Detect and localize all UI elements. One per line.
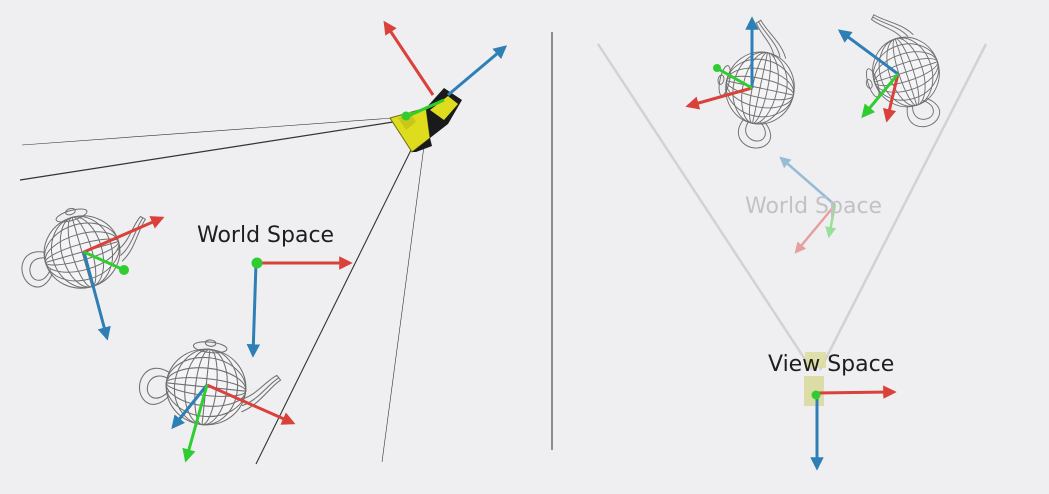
view-teapot-left-x-axis	[685, 86, 753, 110]
teapot-left-axes	[82, 216, 165, 341]
faded-world-z-axis	[779, 156, 836, 206]
teapot-icon	[135, 332, 285, 433]
view-frustum-lines	[596, 43, 988, 371]
teapot-left-y-axis-tip	[119, 265, 129, 275]
view-camera-x-axis	[816, 385, 897, 399]
view-teapot-left-axes	[685, 16, 759, 110]
teapot-icon	[846, 0, 956, 141]
faded-world-axes	[779, 156, 837, 254]
view-space-label: View Space	[768, 352, 894, 377]
view-camera	[804, 352, 897, 471]
world-z-axis	[246, 262, 261, 358]
teapot-icon	[8, 188, 160, 305]
view-space-panel: World Space	[596, 0, 988, 471]
camera-x-axis	[383, 20, 435, 96]
faded-world-y-axis	[825, 204, 837, 239]
camera-frustum-lines	[19, 117, 425, 465]
world-space-panel: World Space	[8, 20, 508, 465]
view-teapot-right	[837, 0, 956, 141]
camera-z-axis	[447, 45, 508, 97]
camera-icon	[805, 352, 826, 368]
view-teapot-right-z-axis	[837, 29, 899, 76]
camera-y-axis-tip	[401, 111, 411, 121]
camera-y-axis	[407, 98, 445, 118]
teapot-bottom-axes	[171, 383, 296, 463]
world-space-label: World Space	[197, 223, 334, 248]
teapot-bottom	[135, 332, 296, 463]
view-teapot-right-x-axis	[882, 73, 900, 123]
faded-world-x-axis	[794, 204, 836, 254]
teapot-bottom-y-axis	[182, 384, 209, 463]
teapot-bottom-x-axis	[206, 383, 296, 425]
view-teapot-right-y-axis	[861, 73, 900, 119]
teapot-bottom-z-axis	[171, 384, 209, 430]
teapot-icon	[705, 13, 808, 155]
view-teapot-left	[685, 13, 808, 155]
view-teapot-left-y-axis-tip	[713, 64, 721, 72]
world-origin-axes	[246, 256, 353, 358]
teapot-left-y-axis	[83, 250, 125, 272]
teapot-left-z-axis	[82, 251, 111, 341]
teapot-left-x-axis	[83, 216, 165, 254]
world-space-ghost-label: World Space	[745, 194, 882, 219]
world-y-axis-tip	[251, 257, 263, 269]
teapot-left	[8, 188, 165, 341]
view-camera-y-axis-tip	[811, 390, 821, 400]
view-teapot-left-y-axis	[719, 68, 753, 90]
view-teapot-right-axes	[837, 29, 900, 123]
camera-icon	[383, 20, 508, 153]
